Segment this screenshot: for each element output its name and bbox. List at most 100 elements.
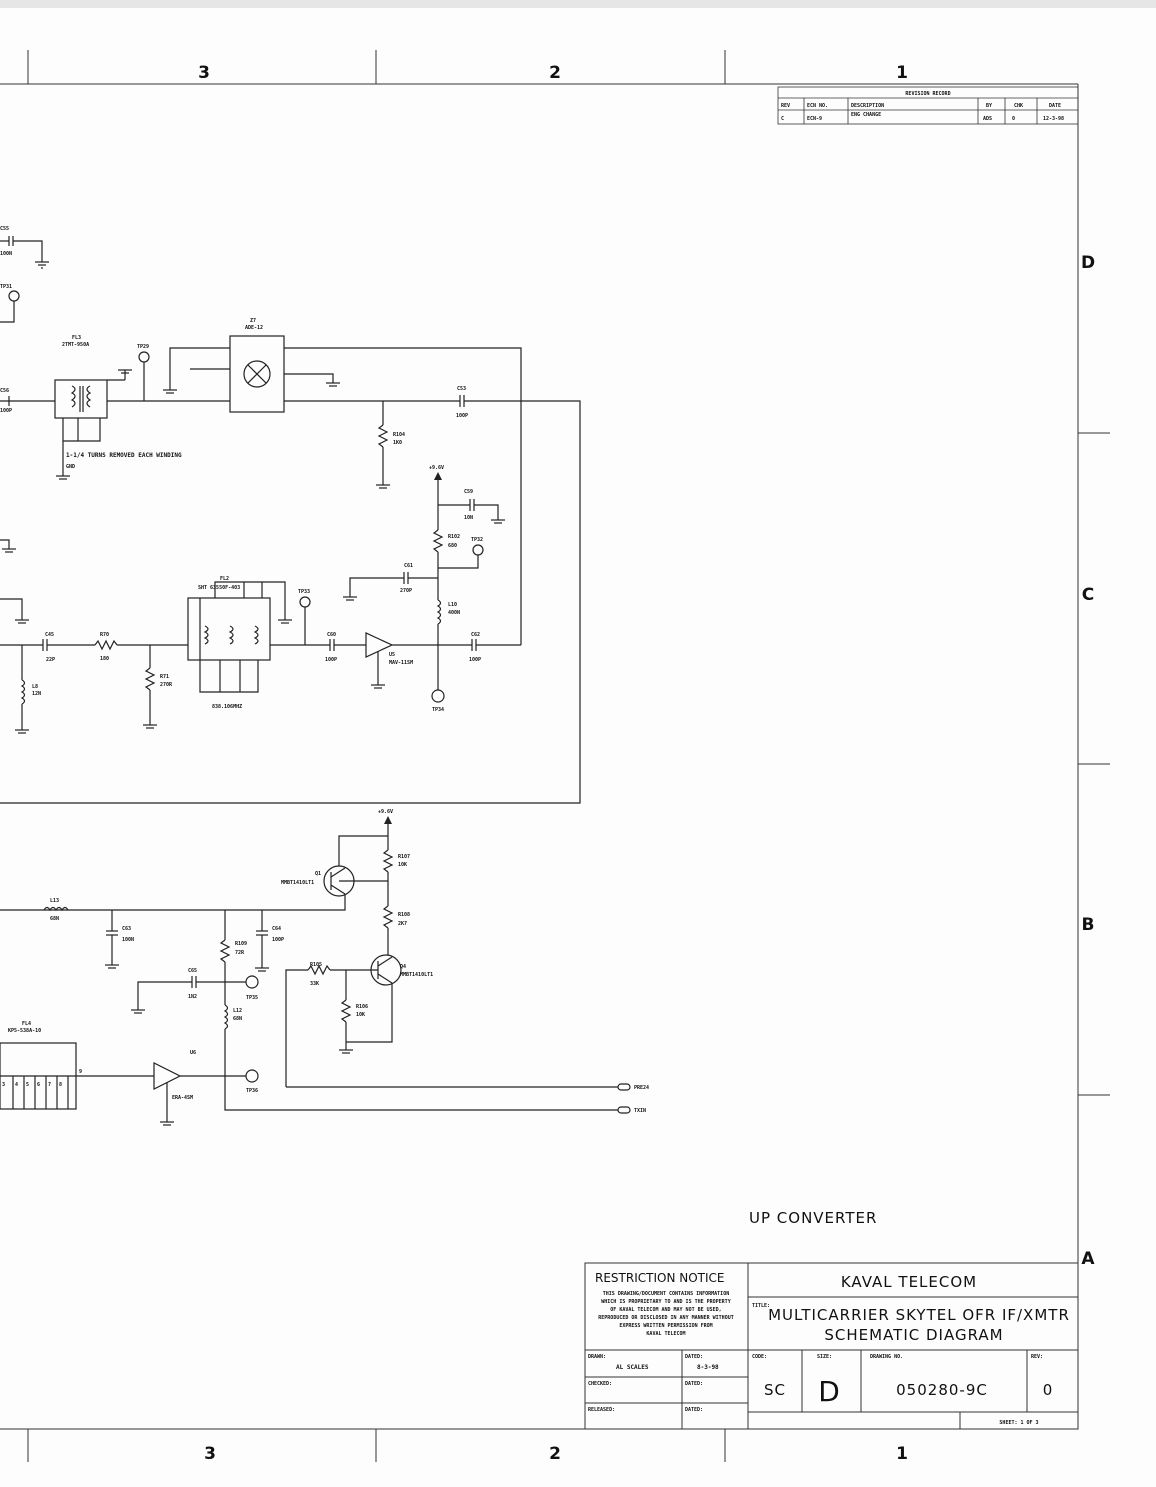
value-l8: 12N bbox=[32, 691, 41, 697]
bias-and-switch-stage: +9.6V R107 10K Q1 MMBT1410LT1 L13 68N C6… bbox=[0, 809, 649, 1126]
label-r104: R104 bbox=[393, 432, 405, 438]
released-dated-label: DATED: bbox=[685, 1407, 703, 1413]
value-r106: 10K bbox=[356, 1012, 365, 1018]
label-z7: Z7 bbox=[250, 318, 256, 324]
label-l12: L12 bbox=[233, 1008, 242, 1014]
label-l10: L10 bbox=[448, 602, 457, 608]
rev-header-chk: CHK bbox=[1014, 103, 1023, 109]
zone-top-3: 3 bbox=[198, 63, 210, 83]
zone-right-D: D bbox=[1081, 253, 1095, 273]
label-q4: Q4 bbox=[400, 964, 406, 970]
value-c64: 100P bbox=[272, 937, 284, 943]
value-r105: 33K bbox=[310, 981, 319, 987]
sheet-label: UP CONVERTER bbox=[749, 1209, 877, 1227]
label-c64: C64 bbox=[272, 926, 281, 932]
label-tp34: TP34 bbox=[432, 707, 444, 713]
rev-label: REV: bbox=[1031, 1354, 1043, 1360]
rev-row-description: ENG CHANGE bbox=[851, 112, 881, 118]
turns-note: 1-1/4 TURNS REMOVED EACH WINDING bbox=[66, 452, 182, 459]
label-r71: R71 bbox=[160, 674, 169, 680]
released-label: RELEASED: bbox=[588, 1407, 615, 1413]
size-value: D bbox=[818, 1375, 840, 1408]
part-q1: MMBT1410LT1 bbox=[281, 880, 314, 886]
drawing-no-label: DRAWING NO. bbox=[870, 1354, 903, 1360]
part-u6: ERA-4SM bbox=[172, 1095, 193, 1101]
c55-area: C55 100N TP31 bbox=[0, 226, 49, 323]
zone-top-2: 2 bbox=[549, 63, 561, 83]
value-l10: 400N bbox=[448, 610, 460, 616]
label-r70: R70 bbox=[100, 632, 109, 638]
part-fl3: 2TMT-950A bbox=[62, 342, 89, 348]
label-u5: U5 bbox=[389, 652, 395, 658]
fl4-pin-2: 5 bbox=[26, 1082, 29, 1088]
title-line-2: SCHEMATIC DIAGRAM bbox=[824, 1326, 1003, 1344]
fl4-pin-6: 9 bbox=[79, 1069, 82, 1075]
checked-dated-label: DATED: bbox=[685, 1381, 703, 1387]
revision-record: REVISION RECORD REV ECN NO. DESCRIPTION … bbox=[777, 86, 1079, 125]
part-fl2: SHT 63550F-403 bbox=[198, 585, 240, 591]
dated-label: DATED: bbox=[685, 1354, 703, 1360]
label-c55: C55 bbox=[0, 226, 9, 232]
label-r106: R106 bbox=[356, 1004, 368, 1010]
label-tp32: TP32 bbox=[471, 537, 483, 543]
rev-row-rev: C bbox=[781, 116, 784, 122]
restriction-line-1: THIS DRAWING/DOCUMENT CONTAINS INFORMATI… bbox=[603, 1291, 729, 1297]
restriction-line-5: EXPRESS WRITTEN PERMISSION FROM bbox=[619, 1323, 712, 1329]
label-c53: C53 bbox=[457, 386, 466, 392]
fl4-pin-0: 3 bbox=[2, 1082, 5, 1088]
label-c56: C56 bbox=[0, 388, 9, 394]
zone-right-C: C bbox=[1082, 585, 1094, 605]
drawing-border bbox=[0, 50, 1110, 1462]
u5-amplifier-stage: L8 12N C45 22P R70 180 R71 270R FL2 SHT … bbox=[0, 465, 521, 734]
rev-row-chk: 0 bbox=[1012, 116, 1015, 122]
drawn-label: DRAWN: bbox=[588, 1354, 606, 1360]
value-c45: 22P bbox=[46, 657, 55, 663]
title-block: UP CONVERTER RESTRICTION NOTICE THIS DRA… bbox=[584, 1209, 1079, 1430]
rev-row-date: 12-3-98 bbox=[1043, 116, 1064, 122]
zone-right-B: B bbox=[1082, 915, 1095, 935]
fl4-pin-3: 6 bbox=[37, 1082, 40, 1088]
company-name: KAVAL TELECOM bbox=[841, 1273, 977, 1291]
fl4-pin-4: 7 bbox=[48, 1082, 51, 1088]
label-c59: C59 bbox=[464, 489, 473, 495]
label-tp35: TP35 bbox=[246, 995, 258, 1001]
value-r71: 270R bbox=[160, 682, 173, 688]
rev-header-rev: REV bbox=[781, 103, 790, 109]
checked-label: CHECKED: bbox=[588, 1381, 612, 1387]
value-c56: 100P bbox=[0, 408, 12, 414]
value-c53: 100P bbox=[456, 413, 468, 419]
label-vplus2: +9.6V bbox=[378, 809, 393, 815]
restriction-line-6: KAVAL TELECOM bbox=[646, 1331, 685, 1337]
rev-header-date: DATE bbox=[1049, 103, 1061, 109]
value-r104: 1K0 bbox=[393, 440, 402, 446]
title-label: TITLE: bbox=[752, 1303, 770, 1309]
label-u6: U6 bbox=[190, 1050, 196, 1056]
value-c60: 100P bbox=[325, 657, 337, 663]
title-line-1: MULTICARRIER SKYTEL OFR IF/XMTR bbox=[768, 1306, 1070, 1324]
fl4-pin-5: 8 bbox=[59, 1082, 62, 1088]
restriction-title: RESTRICTION NOTICE bbox=[595, 1271, 724, 1285]
label-r109: R109 bbox=[235, 941, 247, 947]
connector-txin: TXIN bbox=[634, 1108, 646, 1114]
rev-header-ecn: ECN NO. bbox=[807, 103, 828, 109]
label-c60: C60 bbox=[327, 632, 336, 638]
value-r108: 2K7 bbox=[398, 921, 407, 927]
label-r105: R105 bbox=[310, 962, 322, 968]
value-r109: 72R bbox=[235, 950, 245, 956]
part-z7: ADE-12 bbox=[245, 325, 263, 331]
drawn-value: AL SCALES bbox=[616, 1364, 649, 1371]
revision-title: REVISION RECORD bbox=[905, 91, 950, 97]
label-r102: R102 bbox=[448, 534, 460, 540]
zone-right-A: A bbox=[1081, 1249, 1095, 1269]
label-fl2: FL2 bbox=[220, 576, 229, 582]
value-l13: 68N bbox=[50, 916, 59, 922]
value-c63: 100N bbox=[122, 937, 134, 943]
label-tp31: TP31 bbox=[0, 284, 12, 290]
value-c55: 100N bbox=[0, 251, 12, 257]
value-c59: 10N bbox=[464, 515, 473, 521]
fl3-transformer: C56 100P FL3 2TMT-950A 1-1/4 TURNS REMOV… bbox=[0, 335, 182, 480]
label-l13: L13 bbox=[50, 898, 59, 904]
value-r70: 180 bbox=[100, 656, 109, 662]
value-c65: 1N2 bbox=[188, 994, 197, 1000]
